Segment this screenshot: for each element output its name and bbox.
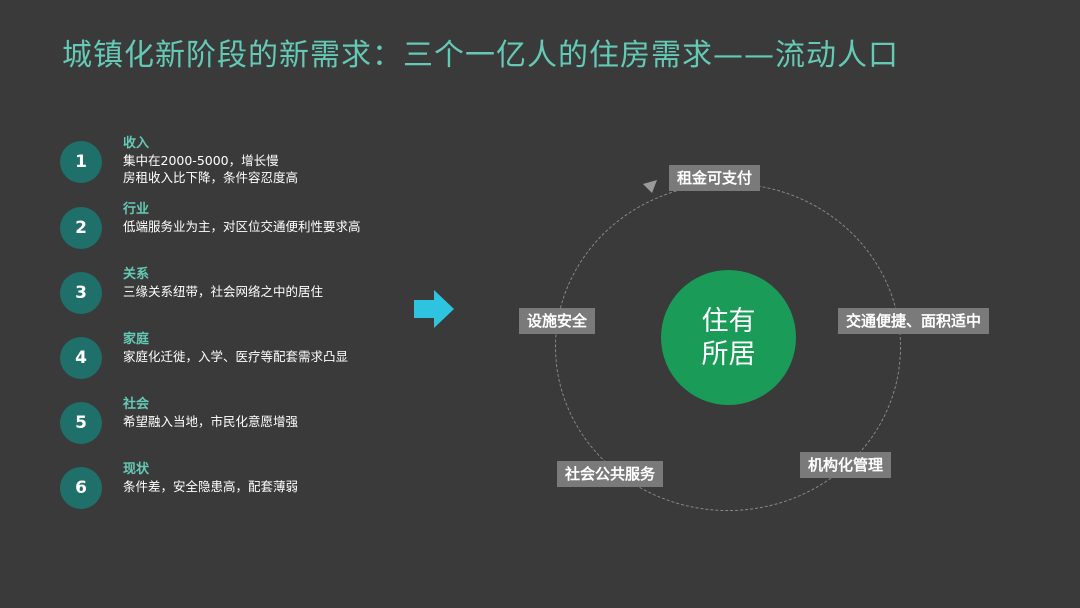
tag-rent: 租金可支付 <box>669 165 761 191</box>
list-item: 3 关系 三缘关系纽带，社会网络之中的居住 <box>60 267 420 318</box>
center-label: 所居 <box>701 338 756 370</box>
tag-public-service: 社会公共服务 <box>557 461 664 487</box>
item-heading: 现状 <box>123 462 150 477</box>
item-description: 低端服务业为主，对区位交通便利性要求高 <box>123 219 361 234</box>
ring-arrow-icon <box>643 180 657 193</box>
tag-transport: 交通便捷、面积适中 <box>838 308 990 334</box>
tag-safety: 设施安全 <box>519 308 596 334</box>
item-heading: 行业 <box>123 202 150 217</box>
number-badge: 1 <box>60 141 102 183</box>
item-heading: 社会 <box>123 397 150 412</box>
list-item: 4 家庭 家庭化迁徙，入学、医疗等配套需求凸显 <box>60 332 420 383</box>
list-item: 5 社会 希望融入当地，市民化意愿增强 <box>60 397 420 448</box>
number-badge: 4 <box>60 337 102 379</box>
number-badge: 6 <box>60 467 102 509</box>
item-description: 三缘关系纽带，社会网络之中的居住 <box>123 284 324 299</box>
tag-management: 机构化管理 <box>800 452 892 478</box>
number-badge: 2 <box>60 207 102 249</box>
center-circle: 住有 所居 <box>661 270 796 405</box>
arrow-right-icon <box>414 290 454 328</box>
number-badge: 3 <box>60 272 102 314</box>
list-item: 2 行业 低端服务业为主，对区位交通便利性要求高 <box>60 202 420 253</box>
slide-title: 城镇化新阶段的新需求：三个一亿人的住房需求——流动人口 <box>62 38 899 73</box>
item-description: 条件差，安全隐患高，配套薄弱 <box>123 479 299 494</box>
center-label: 住有 <box>701 305 756 337</box>
item-heading: 收入 <box>123 136 150 151</box>
item-description: 集中在2000-5000，增长慢 <box>123 153 279 168</box>
item-heading: 关系 <box>123 267 150 282</box>
list-item: 1 收入 集中在2000-5000，增长慢 房租收入比下降，条件容忍度高 <box>60 136 420 187</box>
item-heading: 家庭 <box>123 332 150 347</box>
item-description: 家庭化迁徙，入学、医疗等配套需求凸显 <box>123 349 349 364</box>
number-badge: 5 <box>60 402 102 444</box>
list-item: 6 现状 条件差，安全隐患高，配套薄弱 <box>60 462 420 513</box>
item-description: 房租收入比下降，条件容忍度高 <box>123 170 299 185</box>
item-description: 希望融入当地，市民化意愿增强 <box>123 414 299 429</box>
